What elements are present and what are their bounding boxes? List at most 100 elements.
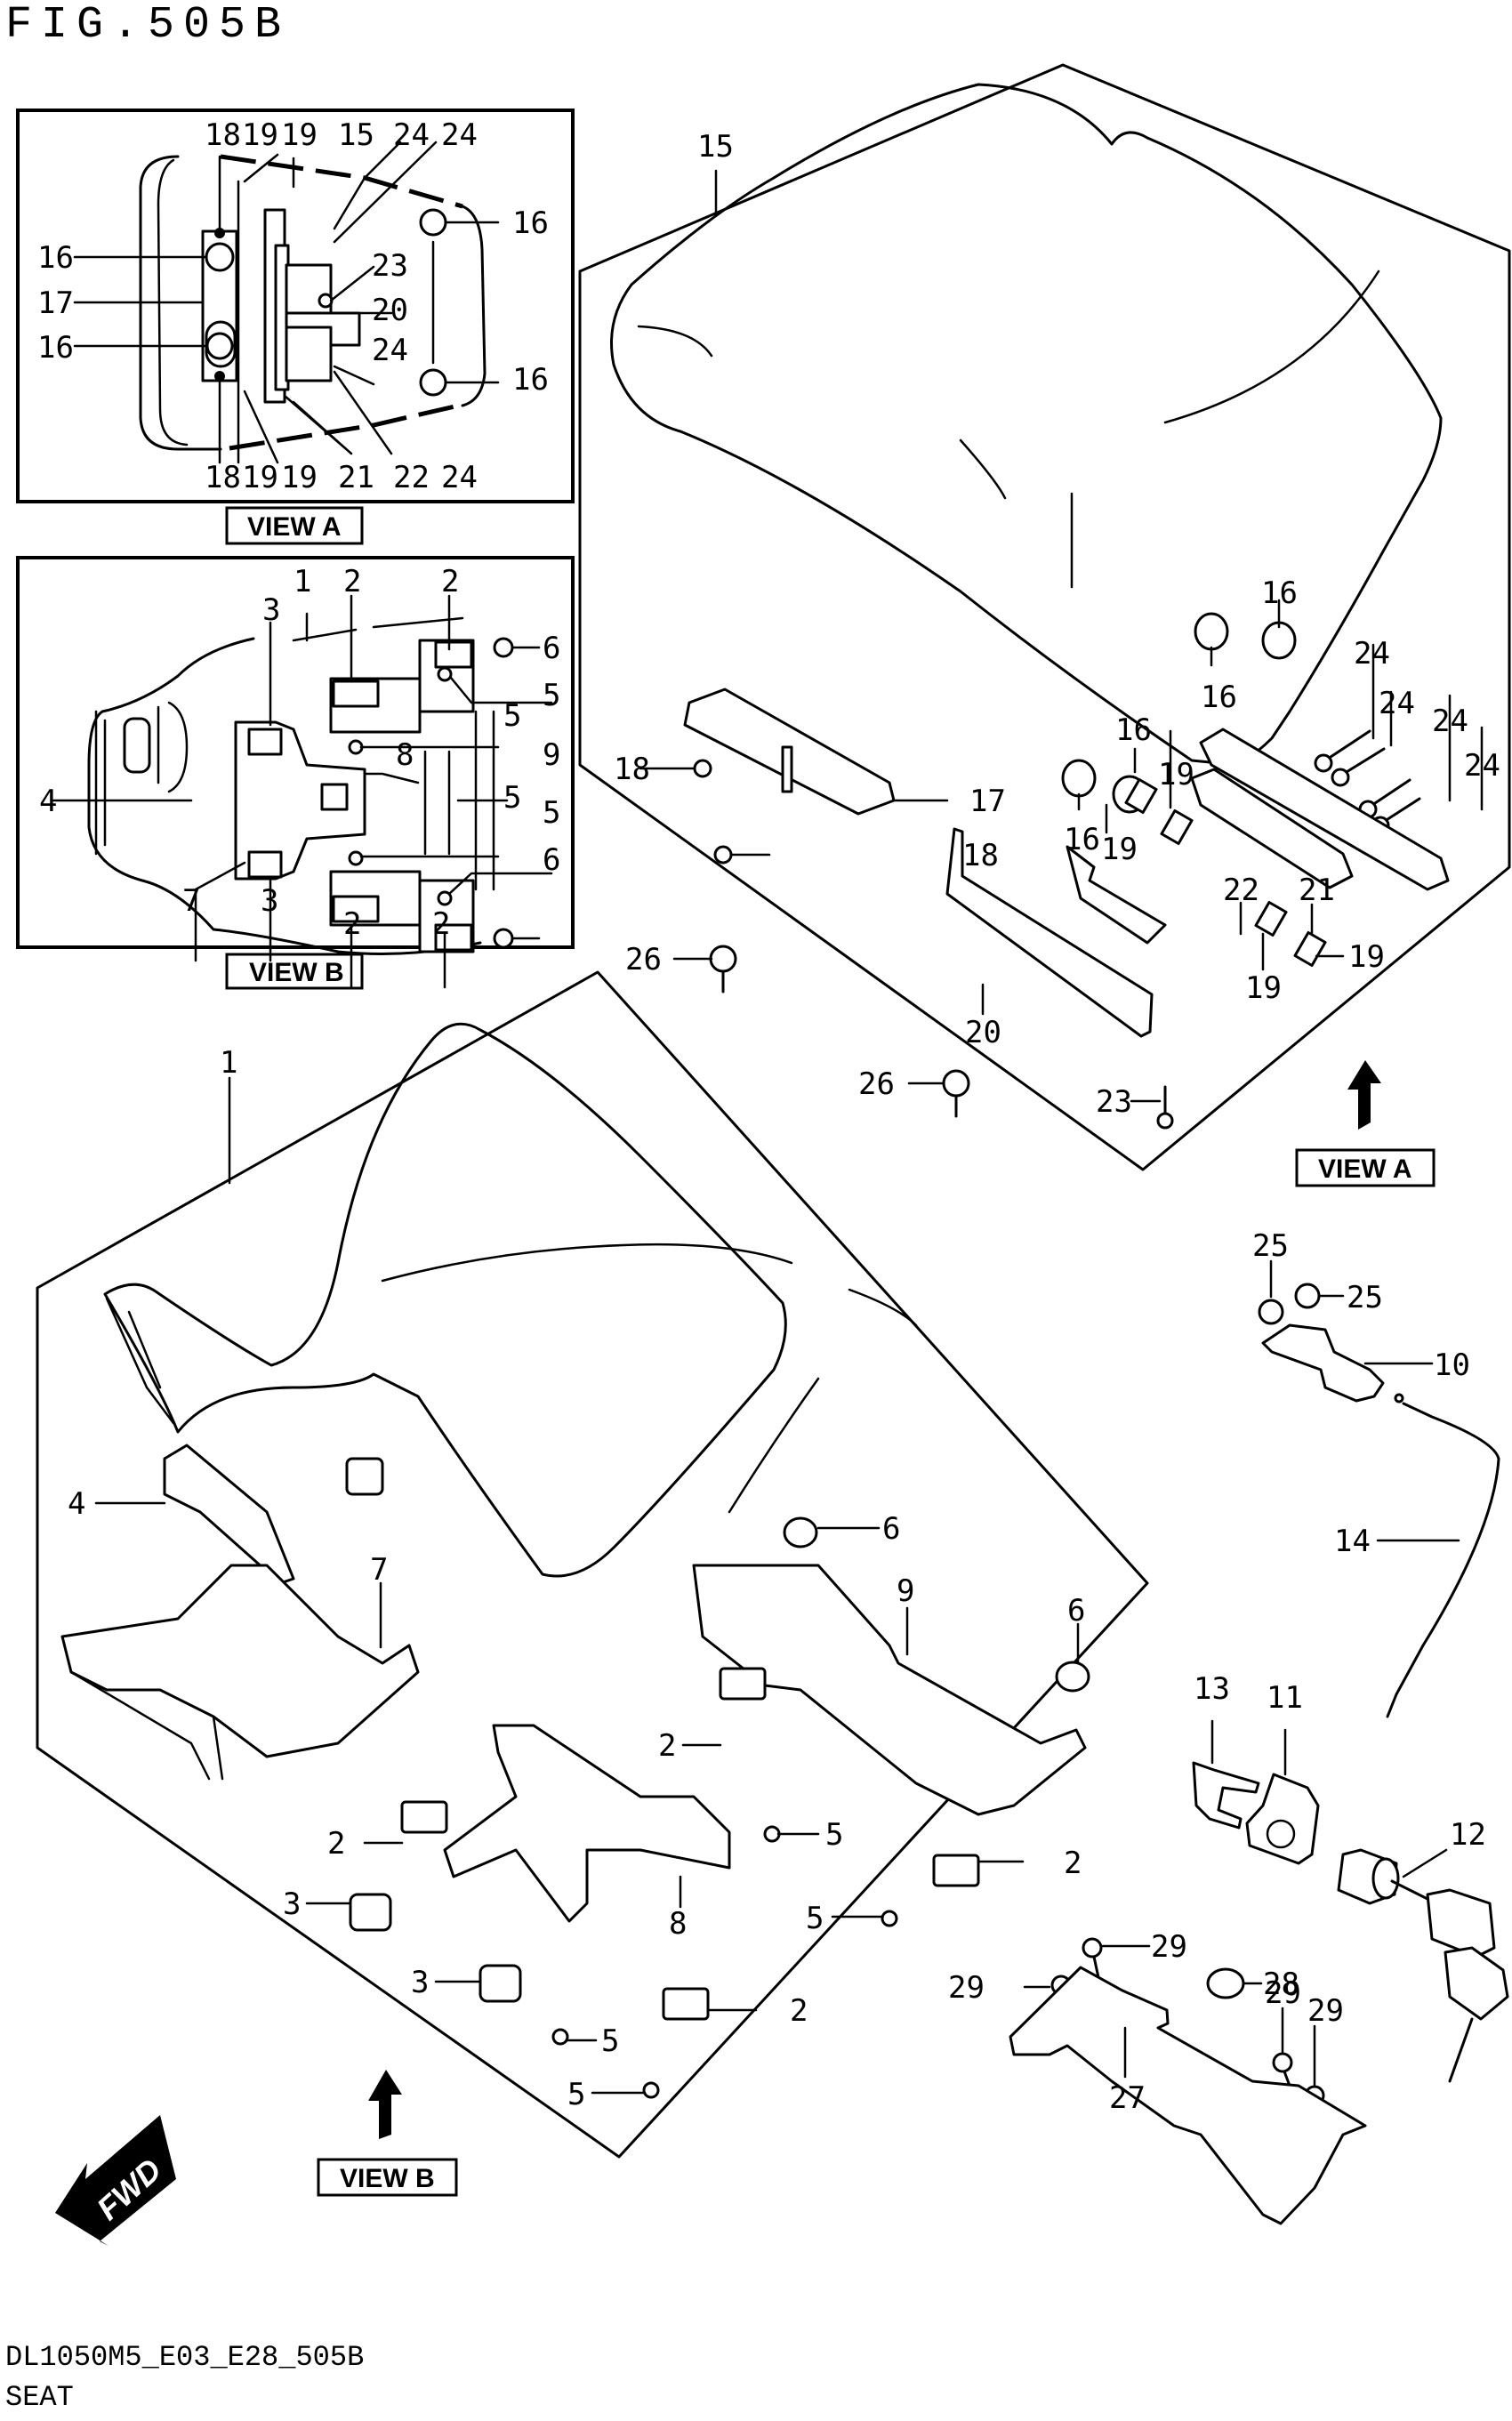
cushion-2	[400, 1800, 448, 1834]
view-a-tag-main	[1295, 1148, 1436, 1187]
callout-6: 6	[1067, 1593, 1085, 1629]
callout-29: 29	[948, 1970, 985, 2006]
bolt-26	[709, 945, 737, 973]
cushion-6	[1055, 1661, 1090, 1693]
nut-25	[1258, 1299, 1284, 1325]
callout-5: 5	[567, 2077, 585, 2112]
bracket-20	[945, 827, 1154, 1038]
callout-29: 29	[1151, 1929, 1187, 1965]
callout-16: 16	[1064, 822, 1100, 857]
callout-14: 14	[1334, 1524, 1371, 1559]
screw-5	[437, 666, 453, 682]
screw-5	[348, 850, 364, 866]
callout-26: 26	[625, 942, 662, 977]
cushion-28	[1206, 1967, 1245, 1999]
cushion-6	[493, 637, 514, 658]
callout-27: 27	[1109, 2080, 1146, 2116]
callout-16: 16	[1115, 712, 1152, 748]
figure-title: FIG.505B	[5, 0, 291, 51]
callout-23: 23	[372, 248, 408, 284]
cushion-16	[419, 368, 447, 397]
callout-22: 22	[393, 460, 430, 495]
callout-5: 5	[806, 1901, 824, 1936]
handle-22	[1190, 768, 1354, 889]
callout-20: 20	[965, 1015, 1001, 1050]
cushion-3	[247, 728, 283, 756]
passenger-seat-group: 15 16 16 16 16 24 24 24 24 18 17 18 19 1…	[578, 63, 1511, 1187]
rider-seat-group: 1 4 7 6 9 6 2 2 5 2 8 3 5 3 5 2 5 VIEW B…	[36, 970, 1149, 2246]
spacer-19	[1293, 931, 1327, 967]
callout-16: 16	[37, 240, 74, 276]
callout-19: 19	[1348, 939, 1385, 975]
rider-seat-outline	[87, 637, 482, 955]
callout-3: 3	[411, 1965, 429, 2000]
callout-10: 10	[1434, 1347, 1470, 1383]
bracket-8	[234, 720, 366, 881]
callout-6: 6	[882, 1511, 900, 1547]
bolt-24	[1323, 729, 1421, 824]
callout-21: 21	[338, 460, 374, 495]
callout-19: 19	[281, 460, 318, 495]
callout-2: 2	[343, 564, 361, 599]
callout-9: 9	[543, 737, 560, 773]
nut-18	[693, 759, 712, 778]
callout-8: 8	[396, 737, 414, 773]
spacer-19	[1124, 778, 1158, 814]
cushion-2	[434, 640, 473, 669]
view-a-tag-label: VIEW A	[247, 512, 342, 542]
callout-21: 21	[1299, 873, 1335, 908]
key-icon	[1444, 1946, 1509, 2021]
callout-24: 24	[441, 460, 478, 495]
callout-2: 2	[441, 564, 459, 599]
callout-29: 29	[1265, 1975, 1301, 2011]
view-b-tag-main-label: VIEW B	[340, 2164, 435, 2193]
callout-18: 18	[205, 460, 241, 495]
bracket-20	[285, 263, 333, 320]
cushion-16	[205, 332, 234, 360]
callout-12: 12	[1450, 1817, 1486, 1853]
bracket-8	[443, 1724, 731, 1923]
callout-5: 5	[543, 795, 560, 831]
view-b-arrow-icon	[368, 2070, 402, 2139]
callout-2: 2	[790, 1993, 808, 2029]
callout-25: 25	[1252, 1228, 1289, 1264]
callout-25: 25	[1347, 1280, 1383, 1315]
cushion-16	[1194, 612, 1229, 651]
callout-7: 7	[370, 1552, 388, 1588]
callout-19: 19	[242, 460, 278, 495]
lock-group: 25 25 10 14 13 11 12 29 28 29 29 29 27	[948, 1228, 1509, 2225]
cushion-2	[332, 895, 380, 923]
callout-16: 16	[1261, 575, 1298, 611]
bracket-27	[1009, 1966, 1367, 2225]
callout-18: 18	[614, 752, 650, 787]
callout-24: 24	[393, 117, 430, 153]
rider-seat	[103, 1022, 787, 1578]
callout-1: 1	[294, 564, 311, 599]
callout-2: 2	[432, 906, 450, 942]
callout-5: 5	[503, 780, 521, 816]
cushion-2	[932, 1854, 980, 1887]
screw-5	[437, 890, 453, 906]
inset-view-b-frame	[16, 556, 575, 949]
callout-2: 2	[658, 1728, 676, 1764]
callout-26: 26	[858, 1066, 895, 1102]
key-icon	[1426, 1888, 1496, 1959]
callout-5: 5	[825, 1817, 843, 1853]
callout-24: 24	[372, 333, 408, 368]
callout-5: 5	[601, 2023, 619, 2059]
callout-16: 16	[512, 205, 549, 241]
callout-15: 15	[338, 117, 374, 153]
screw-5	[763, 1825, 781, 1843]
callout-5: 5	[543, 678, 560, 713]
seat-lock-10	[1261, 1323, 1385, 1403]
cushion-2	[434, 923, 473, 952]
callout-16: 16	[512, 362, 549, 398]
view-b-tag-main	[317, 2158, 458, 2197]
callout-6: 6	[543, 842, 560, 878]
callout-3: 3	[262, 592, 280, 628]
callout-20: 20	[372, 293, 408, 328]
callout-24: 24	[441, 117, 478, 153]
section-name: SEAT	[5, 2381, 74, 2414]
bracket-7	[60, 1564, 420, 1758]
callout-16: 16	[1201, 680, 1237, 715]
